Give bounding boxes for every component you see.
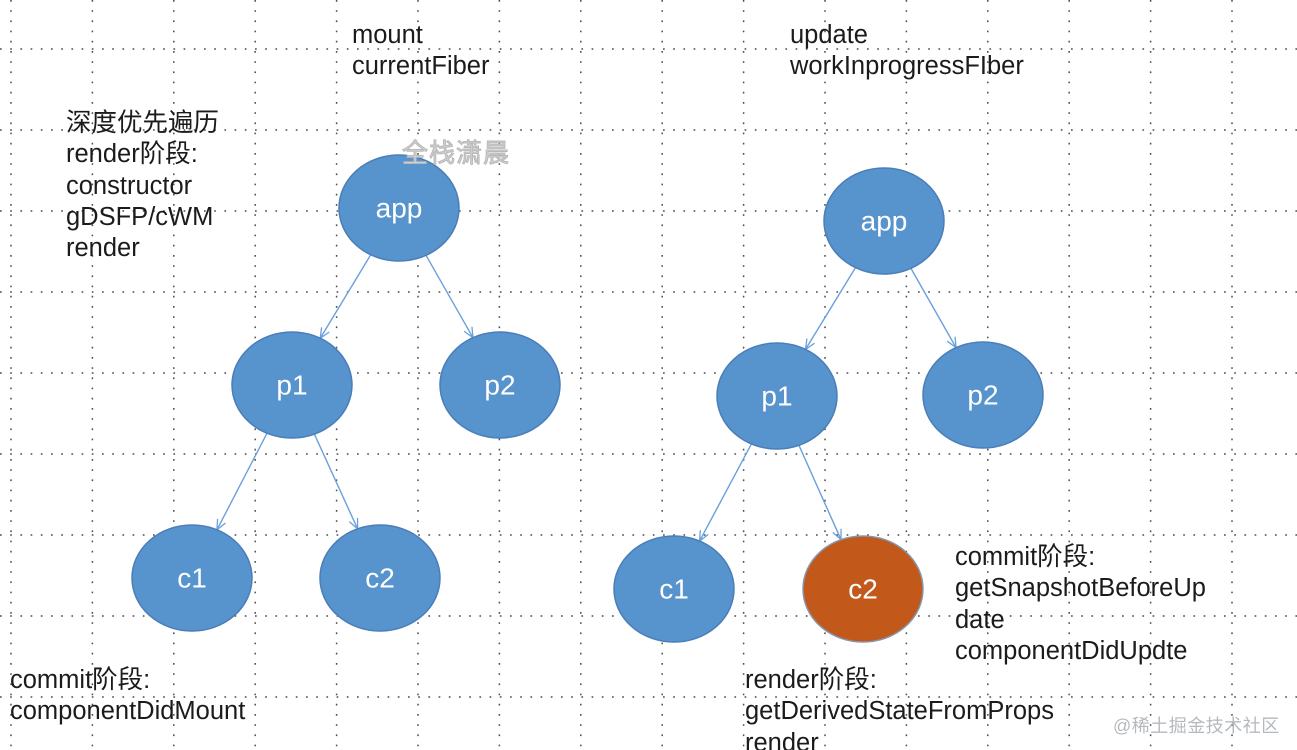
node-update-p1 [716, 342, 838, 450]
note-line: commit阶段: [10, 666, 151, 694]
node-label-mount-app: app [376, 193, 423, 224]
dfs-render-phase-note: 深度优先遍历 render阶段: constructor gDSFP/cWM r… [66, 108, 219, 264]
tree-nodes-layer: app p1 p2 c1 c2 app p1 p2 c1 c2 [131, 154, 1044, 643]
node-label-mount-c2: c2 [365, 563, 395, 594]
mount-title-line: mount [352, 21, 423, 49]
note-line: render [745, 728, 819, 750]
edge-mount-app-p1 [320, 254, 372, 338]
node-update-p2 [922, 341, 1044, 449]
node-label-update-p2: p2 [967, 380, 998, 411]
node-mount-c2 [319, 524, 441, 632]
node-label-update-c1: c1 [659, 574, 689, 605]
node-update-c1 [613, 535, 735, 643]
note-line: commit阶段: [955, 543, 1096, 571]
update-tree-title: update workInprogressFIber [790, 20, 1024, 83]
node-label-mount-p1: p1 [276, 370, 307, 401]
note-line: render阶段: [745, 666, 877, 694]
tree-edges-layer [217, 254, 956, 541]
note-line: componentDidMount [10, 697, 246, 726]
note-line: getDerivedStateFromProps [745, 697, 1054, 726]
node-mount-app [338, 154, 460, 262]
note-line: constructor [66, 171, 193, 200]
note-line: date [955, 605, 1005, 634]
node-label-mount-c1: c1 [177, 563, 207, 594]
note-line: render阶段: [66, 140, 198, 169]
node-update-c2 [802, 535, 924, 643]
commit-mount-note: commit阶段: componentDidMount [10, 665, 245, 728]
juejin-watermark: @稀土掘金技术社区 [1113, 716, 1280, 736]
edge-update-p1-c2 [798, 445, 841, 539]
node-label-update-p1: p1 [761, 381, 792, 412]
node-mount-p1 [231, 331, 353, 439]
center-watermark: 全栈潇晨 [401, 138, 511, 169]
edge-mount-p1-c1 [217, 432, 268, 530]
mount-title-line: currentFiber [352, 52, 490, 81]
update-title-line: update [790, 21, 868, 49]
node-mount-p2 [439, 331, 561, 439]
mount-tree-title: mount currentFiber [352, 20, 489, 83]
edge-update-p1-c1 [700, 443, 753, 541]
edge-mount-p1-c2 [313, 433, 357, 529]
edge-mount-app-p2 [425, 254, 473, 337]
update-title-line: workInprogressFIber [790, 52, 1024, 81]
commit-update-note: commit阶段: getSnapshotBeforeUp date compo… [955, 542, 1206, 667]
note-line: gDSFP/cWM [66, 202, 214, 231]
note-line: getSnapshotBeforeUp [955, 574, 1206, 603]
note-line: componentDidUpdte [955, 636, 1188, 665]
node-update-app [823, 167, 945, 275]
note-line: render [66, 234, 140, 263]
node-label-mount-p2: p2 [484, 370, 515, 401]
note-line: 深度优先遍历 [66, 109, 220, 137]
edge-update-app-p2 [910, 268, 956, 347]
node-mount-c1 [131, 524, 253, 632]
edge-update-app-p1 [806, 267, 857, 350]
node-label-update-app: app [861, 206, 908, 237]
render-update-note: render阶段: getDerivedStateFromProps rende… [745, 665, 1054, 750]
node-label-update-c2: c2 [848, 574, 878, 605]
